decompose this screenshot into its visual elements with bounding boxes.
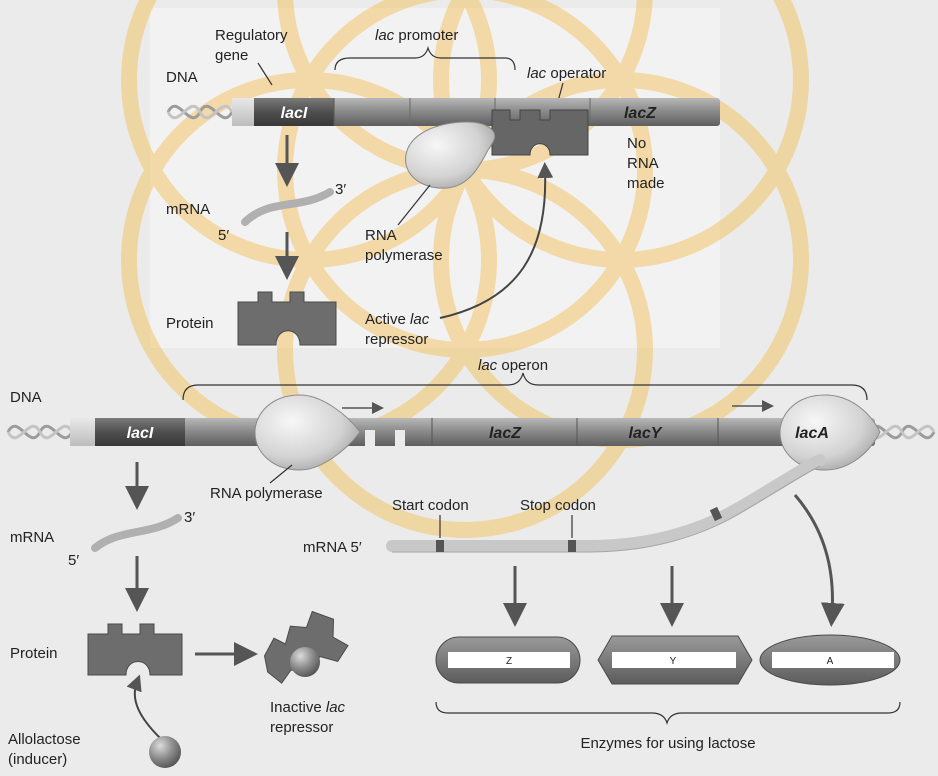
inactive-repressor-label-2: repressor: [270, 719, 333, 736]
top-rna-polymerase-label-2: polymerase: [365, 247, 443, 264]
operon-bracket: [182, 372, 868, 401]
no-rna-label-3: made: [627, 175, 665, 192]
top-dna-label: DNA: [166, 69, 198, 86]
stop-codon-mark: [568, 540, 576, 552]
lac-promoter-label: lac promoter: [375, 27, 458, 44]
polycistronic-mrna: [386, 454, 826, 552]
bound-allolactose: [290, 647, 320, 677]
transcribing-rna-polymerase: [779, 394, 881, 471]
bottom-mrna-5prime: 5′: [68, 552, 79, 569]
bottom-laci-label: lacI: [127, 425, 154, 442]
enzyme-y: Y: [597, 635, 753, 685]
inactive-repressor-label-1: Inactive lac: [270, 699, 346, 716]
enzyme-z: Z: [435, 636, 581, 684]
top-rna-polymerase-label-1: RNA: [365, 227, 397, 244]
top-rna-polymerase: [405, 121, 496, 189]
active-repressor-label-2: repressor: [365, 331, 428, 348]
top-protein-label: Protein: [166, 315, 214, 332]
top-lacz-label: lacZ: [624, 105, 657, 122]
top-laci-label: lacI: [281, 105, 308, 122]
top-mrna-5prime: 5′: [218, 227, 229, 244]
top-section: DNA Regulatory gene lac promoter lac ope…: [166, 27, 720, 348]
translation-arrow-a: [793, 494, 845, 627]
top-bound-repressor: [491, 109, 589, 156]
top-active-repressor-protein: [237, 291, 337, 346]
bottom-section: DNA lac operon lacI lacZ lacY RNA polyme…: [6, 357, 936, 768]
polycistronic-mrna-label: mRNA 5′: [303, 539, 362, 556]
start-codon-mark: [436, 540, 444, 552]
bottom-mrna-3prime: 3′: [184, 509, 195, 526]
no-rna-label-2: RNA: [627, 155, 659, 172]
empty-operator: [365, 430, 405, 446]
enzyme-y-label: Y: [670, 656, 677, 667]
bottom-dna-label: DNA: [10, 389, 42, 406]
top-mrna-3prime: 3′: [335, 181, 346, 198]
lacy-gene-label: lacY: [629, 425, 663, 442]
start-codon-label: Start codon: [392, 497, 469, 514]
bottom-rna-polymerase-label: RNA polymerase: [210, 485, 323, 502]
regulatory-gene-label-1: Regulatory: [215, 27, 288, 44]
lac-operator-label: lac operator: [527, 65, 606, 82]
enzyme-a-label: A: [827, 656, 834, 667]
top-dna-strand: [232, 98, 720, 126]
regulatory-gene-pointer: [257, 62, 273, 86]
bottom-laci-gene: [95, 418, 185, 446]
bottom-mrna-strand: [91, 514, 182, 552]
stop-codon-label: Stop codon: [520, 497, 596, 514]
repressor-binding-arrow: [439, 162, 554, 319]
bottom-dna-strand: [70, 418, 875, 446]
top-mrna-label: mRNA: [166, 201, 210, 218]
top-mrna-strand: [241, 188, 334, 226]
enzyme-a: A: [759, 634, 901, 686]
regulatory-gene-label-2: gene: [215, 47, 248, 64]
lacz-gene-label: lacZ: [489, 425, 522, 442]
no-rna-label-1: No: [627, 135, 646, 152]
bottom-rna-polymerase: [254, 394, 361, 471]
allolactose-molecule: [149, 736, 181, 768]
enzymes-label: Enzymes for using lactose: [580, 735, 755, 752]
top-laci-gene: [254, 98, 334, 126]
lac-operon-label: lac operon: [478, 357, 548, 374]
bottom-protein-label: Protein: [10, 645, 58, 662]
allolactose-label-1: Allolactose: [8, 731, 81, 748]
allolactose-label-2: (inducer): [8, 751, 67, 768]
enzyme-z-label: Z: [506, 656, 512, 667]
inducer-binding-arrow: [126, 674, 161, 739]
bottom-repressor-protein: [87, 623, 183, 676]
active-repressor-label-1: Active lac: [365, 311, 430, 328]
enzymes-bracket: [435, 701, 901, 726]
bottom-mrna-label: mRNA: [10, 529, 54, 546]
promoter-bracket: [334, 45, 516, 71]
laca-gene-label: lacA: [795, 425, 829, 442]
